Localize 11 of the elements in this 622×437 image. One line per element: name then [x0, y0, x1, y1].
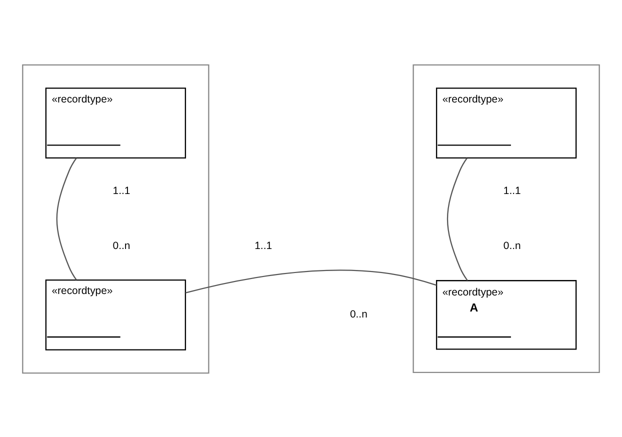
connector: [185, 269, 437, 293]
connector: [446, 157, 468, 280]
cluster: [22, 64, 210, 374]
connector: [56, 157, 77, 280]
label: 0..n: [112, 240, 130, 252]
label: 1..1: [112, 186, 130, 197]
cluster: [412, 64, 600, 373]
label: 1..1: [503, 186, 521, 197]
label: 1..1: [254, 240, 272, 252]
label: 0..n: [503, 240, 521, 252]
label: 0..n: [350, 308, 368, 320]
